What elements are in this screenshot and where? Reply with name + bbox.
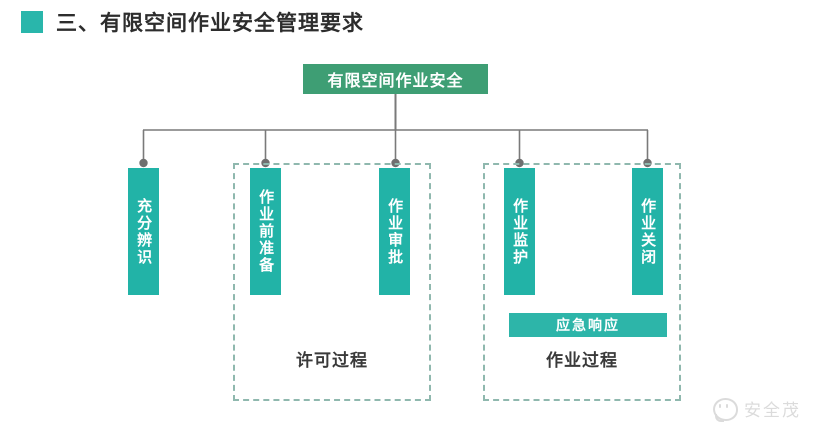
watermark-text: 安全茂 [744,400,801,421]
node-emergency-response[interactable]: 应急响应 [509,313,667,337]
group-frame-work-process: 作业过程 [483,163,681,401]
group-frame-permit-process: 许可过程 [233,163,431,401]
group-caption-work-process: 作业过程 [546,351,618,371]
watermark: 安全茂 [711,395,801,422]
node-work-supervision[interactable]: 作业监护 [504,168,535,295]
page-header: 三、有限空间作业安全管理要求 [0,0,815,44]
root-node-confined-space-safety[interactable]: 有限空间作业安全 [303,64,488,94]
node-work-closure[interactable]: 作业关闭 [632,168,663,295]
node-full-identification[interactable]: 充分辨识 [128,168,159,295]
node-work-approval[interactable]: 作业审批 [379,168,410,295]
org-chart-diagram: 有限空间作业安全 许可过程 作业过程 充分辨识 作业前准备 作业审批 作业监护 … [0,44,815,429]
smiley-ghost-icon [711,395,738,422]
node-pre-work-preparation[interactable]: 作业前准备 [250,168,281,295]
group-caption-permit-process: 许可过程 [296,351,368,371]
header-bullet-icon [21,11,43,33]
page-title: 三、有限空间作业安全管理要求 [56,11,364,35]
